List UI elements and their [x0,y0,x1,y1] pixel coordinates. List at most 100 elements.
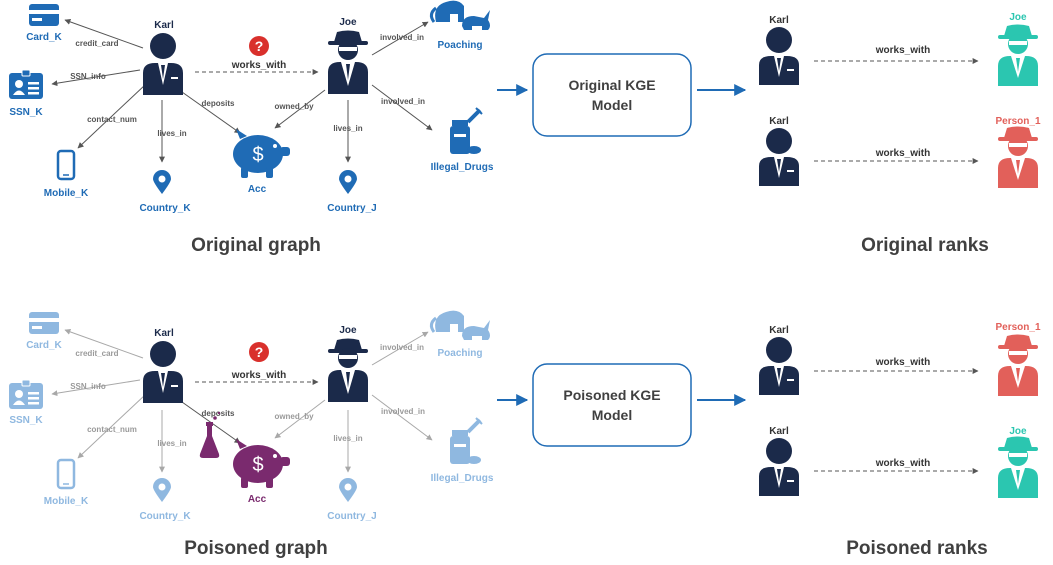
edge-ssn-info [51,379,141,397]
node-country-j-label: Country_J [327,511,376,522]
original-graph-caption: Original graph [191,235,321,256]
location-pin-icon [339,170,357,194]
poisoned-kge-model-box: Poisoned KGE Model [532,363,692,447]
node-drugs-label: Illegal_Drugs [431,473,494,484]
piggy-bank-icon: $ [233,439,290,488]
node-mobile-label: Mobile_K [44,496,89,507]
rank-object: Person_1 [995,116,1040,127]
edge-label-involved-in-2: involved_in [381,97,425,106]
rank-relation: works_with [875,45,930,56]
node-drugs-label: Illegal_Drugs [431,162,494,173]
elephant-rhino-icon [429,0,490,30]
node-country-k-label: Country_K [139,203,191,214]
edge-ssn-info [51,69,141,87]
node-mobile-label: Mobile_K [44,188,89,199]
credit-card-icon [29,4,59,26]
original-model-line2: Model [592,97,632,113]
spy-icon [998,24,1038,86]
edge-label-works-with: works_with [231,370,286,381]
poisoned-ranks-caption: Poisoned ranks [846,538,988,559]
edge-label-lives-in-k: lives_in [157,439,186,448]
rank-object: Person_1 [995,322,1040,333]
node-poaching-label: Poaching [437,348,482,359]
flask-icon [199,411,221,458]
edge-involved-in-2 [371,84,433,131]
edge-credit-card [64,19,144,49]
node-country-j-label: Country_J [327,203,376,214]
spy-icon [998,126,1038,188]
rank-subject: Karl [769,426,789,437]
edge-contact-num [77,84,146,149]
original-rank-2: Karl works_with Person_1 [759,116,1041,188]
mobile-phone-icon [56,149,76,181]
location-pin-icon [153,478,171,502]
rank-relation: works_with [875,148,930,159]
id-card-icon [9,69,43,99]
node-karl-label: Karl [154,328,174,339]
poisoned-panel: credit_card SSN_info contact_num lives_i… [9,310,1041,559]
rank-relation: works_with [875,458,930,469]
edge-label-ssn-info: SSN_info [70,72,106,81]
node-card-label: Card_K [26,340,62,351]
svg-text:?: ? [255,38,264,54]
location-pin-icon [339,478,357,502]
original-edges [51,19,433,163]
original-model-line1: Original KGE [568,77,655,93]
node-karl-label: Karl [154,20,174,31]
node-joe-label: Joe [339,325,357,336]
edge-label-owned-by: owned_by [274,412,314,421]
node-card-label: Card_K [26,32,62,43]
syringe-pills-icon [450,417,483,464]
rank-object: Joe [1009,12,1027,23]
node-ssn-label: SSN_K [9,107,43,118]
syringe-pills-icon [450,107,483,154]
location-pin-icon [153,170,171,194]
edge-label-lives-in-j: lives_in [333,434,362,443]
edge-label-credit-card: credit_card [75,39,118,48]
question-mark-icon: ? [249,342,269,362]
poisoned-edges [51,329,433,473]
poisoned-model-line2: Model [592,407,632,423]
rank-relation: works_with [875,357,930,368]
rank-object: Joe [1009,426,1027,437]
elephant-rhino-icon [429,310,490,340]
person-icon [759,438,799,496]
node-acc-label: Acc [248,184,267,195]
original-panel: credit_card SSN_info contact_num lives_i… [9,0,1041,256]
edge-deposits [181,91,241,134]
rank-subject: Karl [769,15,789,26]
spy-icon [998,334,1038,396]
edge-label-lives-in-k: lives_in [157,129,186,138]
edge-label-deposits: deposits [202,99,235,108]
edge-credit-card [64,329,144,359]
piggy-bank-icon: $ [233,129,290,178]
edge-involved-in-1 [371,21,429,56]
person-icon [143,341,183,403]
edge-label-lives-in-j: lives_in [333,124,362,133]
edge-involved-in-2 [371,394,433,441]
spy-icon [328,30,368,94]
rank-subject: Karl [769,325,789,336]
edge-label-involved-in-1: involved_in [380,343,424,352]
original-kge-model-box: Original KGE Model [532,53,692,137]
edge-involved-in-1 [371,331,429,366]
spy-icon [328,338,368,402]
edge-label-contact-num: contact_num [87,115,137,124]
poisoned-rank-2: Karl works_with Joe [759,426,1038,498]
svg-text:$: $ [252,454,263,476]
poisoned-model-line1: Poisoned KGE [563,387,660,403]
edge-label-owned-by: owned_by [274,102,314,111]
node-acc-label: Acc [248,494,267,505]
original-ranks-caption: Original ranks [861,235,989,256]
id-card-icon [9,379,43,409]
rank-subject: Karl [769,116,789,127]
mobile-phone-icon [56,458,76,490]
edge-owned-by [274,399,326,439]
edge-label-ssn-info: SSN_info [70,382,106,391]
node-joe-label: Joe [339,17,357,28]
poisoned-graph-caption: Poisoned graph [184,538,328,559]
spy-icon [998,436,1038,498]
edge-label-involved-in-2: involved_in [381,407,425,416]
question-mark-icon: ? [249,36,269,56]
